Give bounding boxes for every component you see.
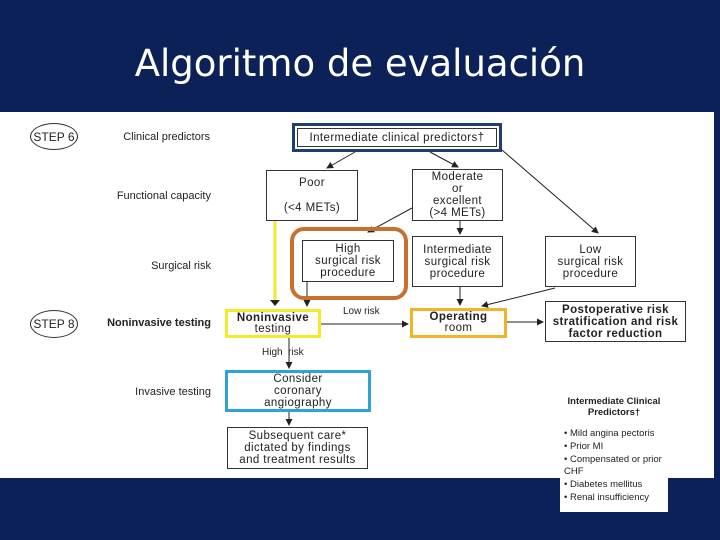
box-text: factor reduction [568,327,663,340]
box-text: angiography [264,397,332,409]
legend-item-text: Prior MI [569,441,604,452]
legend-heading: Intermediate Clinical Predictors† [567,396,661,418]
step-6-badge: STEP 6 [30,123,78,150]
label-clinical-predictors: Clinical predictors [123,131,210,143]
box-text: surgical risk [557,255,624,268]
slide-title: Algoritmo de evaluación [134,42,586,85]
step-8-badge: STEP 8 [30,310,78,338]
box-text: Intermediate clinical predictors† [309,131,485,144]
label-noninvasive-testing: Noninvasive testing [107,317,211,329]
legend-item-text: Mild angina pectoris [569,428,655,439]
box-text: Consider [273,373,323,385]
legend-item: • Diabetes mellitus [564,479,643,490]
box-text: excellent [433,195,482,207]
box-text: (>4 METs) [429,207,486,219]
box-text: Operating [429,311,488,323]
arrowhead [270,300,280,306]
box-text: procedure [320,267,376,279]
legend-item-text: Renal insufficiency [569,492,650,503]
box-text: dictated by findings [244,442,351,454]
box-text: and treatment results [239,454,356,466]
legend-item: • Renal insufficiency [564,492,650,503]
legend-item-text: Compensated or prior CHF [564,454,662,477]
label-functional-capacity: Functional capacity [116,190,211,202]
box-text: coronary [274,385,322,397]
box-text: testing [254,322,292,335]
box-text: surgical risk [424,255,491,268]
predictors-legend: Intermediate Clinical Predictors† • Mild… [560,392,668,512]
poor-capacity-box: Poor (<4 METs) [266,170,358,221]
box-text: procedure [429,267,486,280]
box-text: Low [579,243,602,256]
arrow [429,151,459,168]
box-text: (<4 METs) [283,201,341,214]
label-surgical-risk: Surgical risk [151,260,211,272]
label-invasive-testing: Invasive testing [135,386,211,398]
box-text: surgical risk [315,255,381,267]
arrow [481,287,556,308]
legend-item: • Compensated or prior CHF [564,454,662,477]
box-text: Moderate [431,171,484,183]
high-risk-highlight [290,227,408,300]
legend-item: • Mild angina pectoris [564,428,655,439]
edge-label-high-risk: High risk [262,347,304,358]
box-text: procedure [562,267,619,280]
legend-item-text: Diabetes mellitus [569,479,643,490]
intermediate-predictors-box: Intermediate clinical predictors† [292,123,502,152]
box-text: Poor [299,177,325,190]
legend-item: • Prior MI [564,441,604,452]
box-text: or [451,183,464,195]
box-text: stratification and risk [552,315,679,328]
box-text: Postoperative risk [562,303,669,316]
arrow [326,151,356,169]
arrow [501,149,599,234]
box-text: room [444,322,473,334]
box-text: High [335,243,361,255]
box-text: Noninvasive [236,311,310,324]
edge-label-low-risk: Low risk [343,306,380,317]
box-text: Subsequent care* [248,430,347,442]
box-text: Intermediate [423,243,492,256]
